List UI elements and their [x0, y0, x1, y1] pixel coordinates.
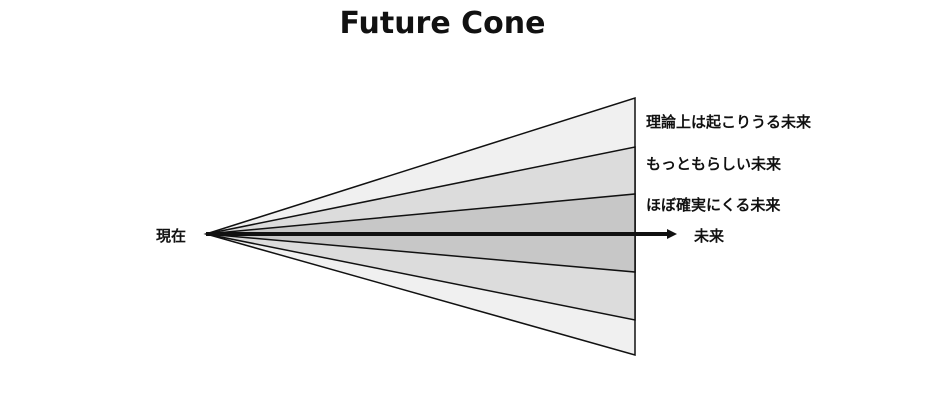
label-now: 現在 [156, 227, 187, 245]
label-plausible-future: もっともらしい未来 [646, 155, 782, 173]
label-probable-future: ほぼ確実にくる未来 [646, 196, 781, 214]
diagram-title: Future Cone [339, 6, 546, 41]
label-future: 未来 [694, 227, 725, 245]
label-possible-future: 理論上は起こりうる未来 [646, 113, 812, 131]
